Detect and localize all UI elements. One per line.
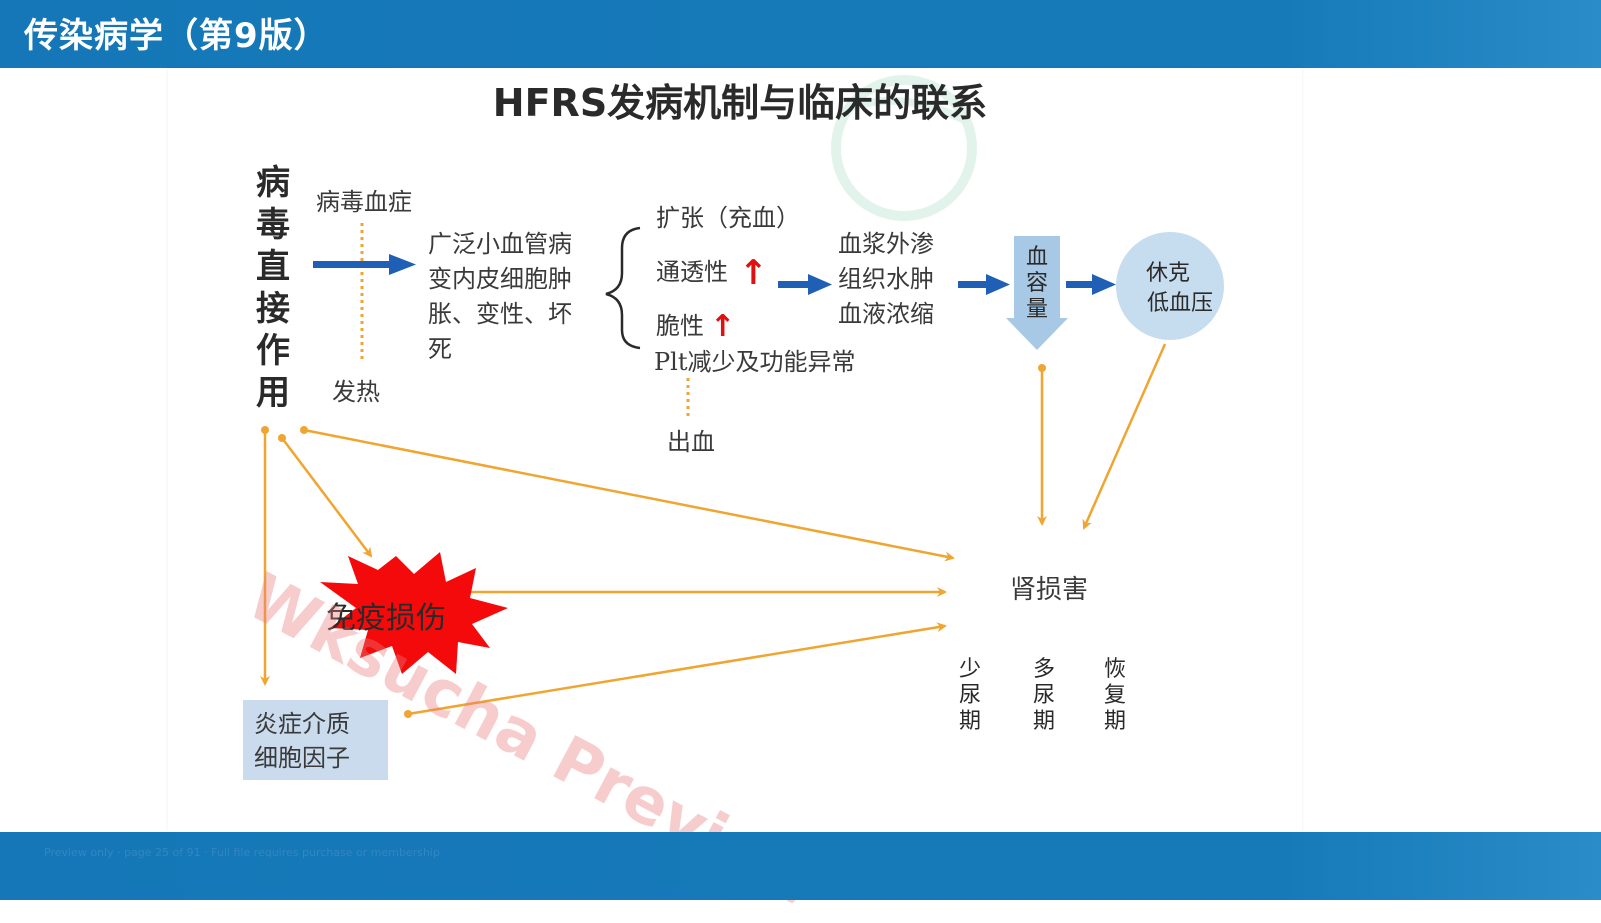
immune-injury-label: 免疫损伤 xyxy=(326,601,446,636)
left-char-1: 病 xyxy=(256,163,290,203)
slide-canvas: HFRS发病机制与临床的联系 病 毒 直 接 作 用 病毒血症 发热 广泛小血管… xyxy=(170,68,1300,832)
footer-bar: Preview only · page 25 of 91 · Full file… xyxy=(0,832,1601,900)
phase-oliguric-2: 尿 xyxy=(959,683,981,708)
dilation-label: 扩张（充血） xyxy=(656,204,800,232)
renal-phases: 少 尿 期 多 尿 期 恢 复 期 xyxy=(959,657,1126,734)
shock-circle xyxy=(1116,232,1224,340)
blue-arrow-1 xyxy=(313,254,416,275)
cytokine-box xyxy=(243,700,388,780)
fever-label: 发热 xyxy=(332,378,380,406)
phase-polyuric-3: 期 xyxy=(1033,709,1055,734)
plasma-leakage-text: 血浆外渗 组织水肿 血液浓缩 xyxy=(838,230,934,328)
pathogenesis-diagram: HFRS发病机制与临床的联系 病 毒 直 接 作 用 病毒血症 发热 广泛小血管… xyxy=(243,75,1224,780)
arrow-virus-to-kidney xyxy=(303,428,955,562)
permeability-up-arrow: ↑ xyxy=(739,253,768,293)
cytokine-line-2: 细胞因子 xyxy=(254,744,350,772)
curly-brace xyxy=(605,226,641,350)
blue-arrow-4 xyxy=(1066,274,1116,295)
orange-arrows xyxy=(260,343,1167,716)
vessel-line-1: 广泛小血管病 xyxy=(428,230,572,258)
arrow-inflammation-to-kidney xyxy=(407,622,947,716)
kidney-damage-label: 肾损害 xyxy=(1010,575,1088,605)
blood-volume-decrease-arrow: 血 容 量 xyxy=(1006,236,1068,350)
vessel-injury-text: 广泛小血管病 变内皮细胞肿 胀、变性、坏 死 xyxy=(428,230,572,363)
left-char-2: 毒 xyxy=(256,205,290,245)
blood-volume-char-1: 血 xyxy=(1026,245,1048,270)
phase-recovery-2: 复 xyxy=(1104,683,1126,708)
cytokine-line-1: 炎症介质 xyxy=(254,710,350,738)
arrow-origin-dots xyxy=(261,364,1046,718)
blue-arrow-3 xyxy=(958,274,1010,295)
direct-viral-effect-label: 病 毒 直 接 作 用 xyxy=(256,163,290,413)
blood-volume-char-3: 量 xyxy=(1026,297,1048,322)
left-char-5: 作 xyxy=(256,331,290,371)
plasma-line-2: 组织水肿 xyxy=(838,265,934,293)
immune-injury-burst xyxy=(320,552,508,674)
shock-line-1: 休克 xyxy=(1146,261,1190,286)
plasma-line-3: 血液浓缩 xyxy=(838,300,934,328)
left-char-6: 用 xyxy=(256,373,290,413)
phase-polyuric-1: 多 xyxy=(1033,657,1055,682)
faint-logo xyxy=(831,75,977,221)
phase-oliguric-1: 少 xyxy=(959,657,981,682)
arrow-virus-to-immune xyxy=(281,437,373,558)
plasma-line-1: 血浆外渗 xyxy=(838,230,934,258)
vessel-line-4: 死 xyxy=(428,335,452,363)
shock-line-2: 低血压 xyxy=(1147,291,1213,316)
footer-note: Preview only · page 25 of 91 · Full file… xyxy=(44,846,440,859)
bleeding-label: 出血 xyxy=(667,428,715,456)
left-char-4: 接 xyxy=(256,289,290,329)
blood-volume-char-2: 容 xyxy=(1026,271,1048,296)
viremia-label: 病毒血症 xyxy=(316,188,412,216)
phase-polyuric-2: 尿 xyxy=(1033,683,1055,708)
header-bar: 传染病学（第9版） xyxy=(0,0,1601,68)
platelet-label: Plt减少及功能异常 xyxy=(654,348,855,376)
vessel-line-2: 变内皮细胞肿 xyxy=(428,265,572,293)
vessel-line-3: 胀、变性、坏 xyxy=(428,300,572,328)
course-title: 传染病学（第9版） xyxy=(24,16,329,56)
phase-oliguric-3: 期 xyxy=(959,709,981,734)
fragility-up-arrow: ↑ xyxy=(710,309,735,344)
phase-recovery-1: 恢 xyxy=(1104,657,1126,682)
fragility-label: 脆性 xyxy=(656,312,704,340)
permeability-label: 通透性 xyxy=(656,258,728,286)
left-char-3: 直 xyxy=(256,247,290,287)
diagram-title: HFRS发病机制与临床的联系 xyxy=(493,81,987,125)
phase-recovery-3: 期 xyxy=(1104,709,1126,734)
blue-arrow-2 xyxy=(778,274,832,295)
arrow-shock-to-kidney xyxy=(1082,343,1167,530)
